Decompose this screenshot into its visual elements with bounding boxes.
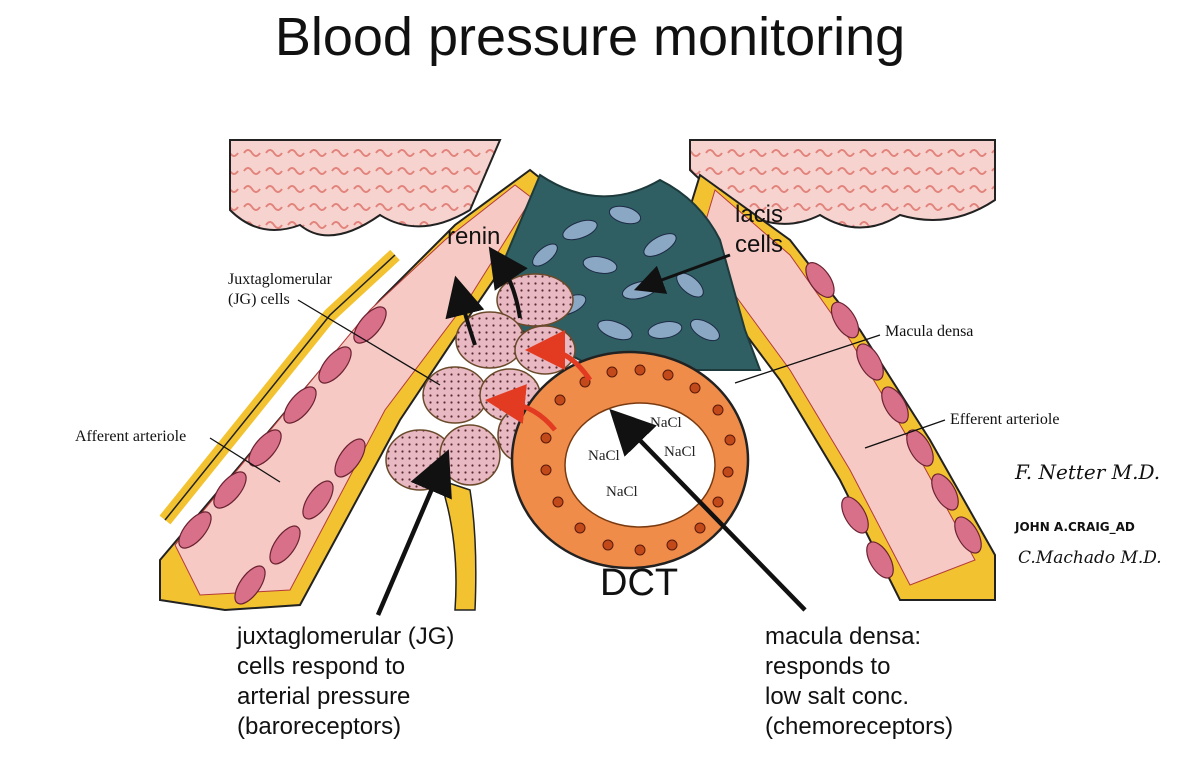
- lacis-pointer: [633, 253, 731, 294]
- red-signal-arrows: [485, 330, 593, 432]
- efferent-arteriole-label: Efferent arteriole: [950, 411, 1060, 428]
- md-caption-arrow: [609, 408, 807, 612]
- nacl-label-4: NaCl: [606, 484, 638, 500]
- nacl-label-1: NaCl: [650, 415, 682, 431]
- afferent-muscle-cells: [178, 306, 387, 605]
- vessel-stem: [438, 478, 477, 611]
- machado-signature: C.Machado M.D.: [1018, 548, 1162, 568]
- nacl-label-3: NaCl: [664, 444, 696, 460]
- lacis-cells-label: lacis cells: [735, 201, 784, 258]
- efferent-muscle-cells: [805, 262, 982, 579]
- afferent-leader: [209, 437, 281, 483]
- craig-signature: JOHN A.CRAIG_AD: [1015, 520, 1135, 534]
- page-title: Blood pressure monitoring: [274, 7, 906, 67]
- jg-leader: [297, 299, 441, 386]
- macula-densa-label: Macula densa: [885, 323, 974, 340]
- macula-leader: [734, 334, 881, 384]
- dct-label: DCT: [600, 562, 679, 604]
- renin-arrows: [445, 246, 528, 346]
- glomerulus-left: [229, 139, 502, 237]
- renin-label: renin: [447, 223, 501, 250]
- efferent-arteriole: [678, 173, 996, 601]
- afferent-arteriole-label: Afferent arteriole: [75, 428, 187, 445]
- jg-caption: juxtaglomerular (JG) cells respond to ar…: [237, 623, 455, 740]
- efferent-leader: [864, 419, 946, 449]
- nacl-label-2: NaCl: [588, 448, 620, 464]
- md-caption: macula densa: responds to low salt conc.…: [765, 623, 954, 740]
- jg-cells-label: Juxtaglomerular (JG) cells: [228, 271, 332, 308]
- netter-signature: F. Netter M.D.: [1015, 460, 1161, 484]
- dct-tubule: [510, 350, 750, 570]
- jg-caption-arrow: [375, 449, 452, 616]
